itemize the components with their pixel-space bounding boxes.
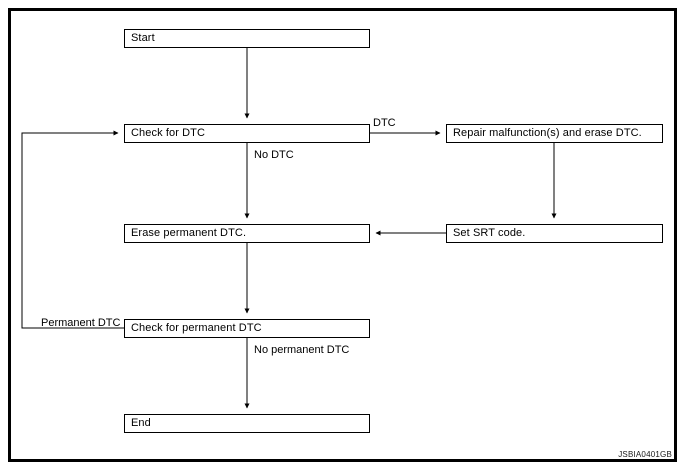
node-repair-malfunctions-label: Repair malfunction(s) and erase DTC. <box>453 127 642 139</box>
node-set-srt-code-label: Set SRT code. <box>453 227 526 239</box>
node-check-for-permanent-dtc-label: Check for permanent DTC <box>131 322 262 334</box>
node-set-srt-code[interactable]: Set SRT code. <box>446 224 663 243</box>
edge-label-no-permanent-dtc: No permanent DTC <box>254 344 350 356</box>
figure-id-label: JSBIA0401GB <box>618 450 672 459</box>
node-end-label: End <box>131 417 151 429</box>
node-start[interactable]: Start <box>124 29 370 48</box>
node-check-for-dtc-label: Check for DTC <box>131 127 206 139</box>
edge-label-no-dtc: No DTC <box>254 149 294 161</box>
edge-label-dtc: DTC <box>373 117 396 129</box>
node-start-label: Start <box>131 32 155 44</box>
node-repair-malfunctions[interactable]: Repair malfunction(s) and erase DTC. <box>446 124 663 143</box>
node-erase-permanent-dtc-label: Erase permanent DTC. <box>131 227 247 239</box>
node-erase-permanent-dtc[interactable]: Erase permanent DTC. <box>124 224 370 243</box>
node-check-for-dtc[interactable]: Check for DTC <box>124 124 370 143</box>
node-end[interactable]: End <box>124 414 370 433</box>
node-check-for-permanent-dtc[interactable]: Check for permanent DTC <box>124 319 370 338</box>
edge-label-permanent-dtc: Permanent DTC <box>41 317 121 329</box>
figure-border <box>8 8 677 462</box>
edge-check-permanent-to-check-dtc <box>21 130 124 329</box>
